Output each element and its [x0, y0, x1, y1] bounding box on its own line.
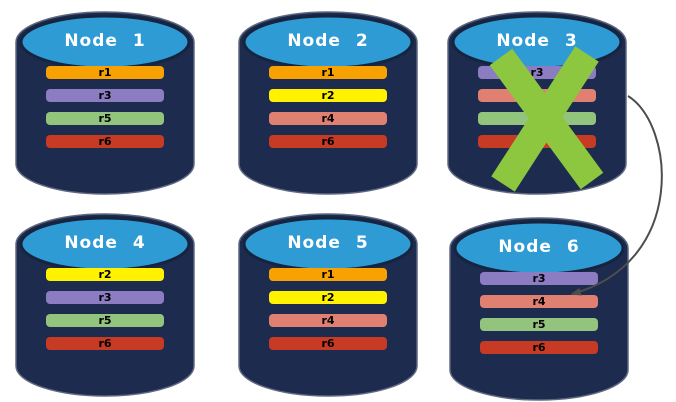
node-title: Node 1 [64, 31, 146, 51]
replica-label: r3 [98, 291, 112, 304]
replica-bar: r6 [269, 337, 387, 350]
node-2: Node 2 r1 r2 r4 r6 [236, 10, 420, 196]
replica-bar: r4 [269, 112, 387, 125]
replica-label: r1 [321, 66, 335, 79]
replica-label: r4 [321, 112, 335, 125]
failure-x-icon [489, 46, 604, 192]
replica-bar: r2 [269, 89, 387, 102]
replica-bar: r1 [46, 66, 164, 79]
replica-bar: r2 [269, 291, 387, 304]
replica-bar: r5 [46, 314, 164, 327]
replica-list: r3 r4 r5 r6 [447, 216, 631, 402]
database-cylinder-icon [238, 11, 418, 195]
replica-label: r6 [321, 337, 335, 350]
replica-label: r5 [98, 112, 112, 125]
replica-label: r6 [98, 135, 112, 148]
replica-bar: r4 [269, 314, 387, 327]
replica-list: r1 r2 r4 r6 [236, 10, 420, 196]
node-title: Node 4 [64, 233, 146, 253]
replica-bar: r5 [480, 318, 598, 331]
replica-bar: r5 [46, 112, 164, 125]
node-title: Node 2 [287, 31, 369, 51]
replica-label: r1 [98, 66, 112, 79]
node-5: Node 5 r1 r2 r4 r6 [236, 212, 420, 398]
replica-label: r5 [98, 314, 112, 327]
replica-bar: r2 [46, 268, 164, 281]
replica-bar: r6 [46, 337, 164, 350]
database-cylinder-icon [238, 213, 418, 397]
replica-bar: r3 [46, 89, 164, 102]
replica-label: r3 [530, 66, 544, 79]
replica-label: r6 [98, 337, 112, 350]
replica-label: r2 [321, 89, 335, 102]
replica-label: r2 [321, 291, 335, 304]
replica-bar: r6 [480, 341, 598, 354]
replica-label: r1 [321, 268, 335, 281]
node-title: Node 6 [498, 237, 580, 257]
node-title: Node 5 [287, 233, 369, 253]
replica-label: r4 [532, 295, 546, 308]
replica-bar: r1 [269, 66, 387, 79]
database-cylinder-icon [15, 11, 195, 195]
replica-label: r5 [532, 318, 546, 331]
replica-bar: r3 [46, 291, 164, 304]
replica-label: r3 [532, 272, 546, 285]
replica-list: r1 r2 r4 r6 [236, 212, 420, 398]
replica-bar: r1 [269, 268, 387, 281]
replica-label: r2 [98, 268, 112, 281]
replica-label: r6 [532, 341, 546, 354]
replica-bar: r6 [46, 135, 164, 148]
replica-label: r6 [321, 135, 335, 148]
node-4: Node 4 r2 r3 r5 r6 [13, 212, 197, 398]
replica-list: r1 r3 r5 r6 [13, 10, 197, 196]
replica-list: r2 r3 r5 r6 [13, 212, 197, 398]
replica-label: r3 [98, 89, 112, 102]
replica-label: r4 [321, 314, 335, 327]
replica-bar: r4 [480, 295, 598, 308]
node-1: Node 1 r1 r3 r5 r6 [13, 10, 197, 196]
replica-bar: r6 [269, 135, 387, 148]
node-title: Node 3 [496, 31, 578, 51]
node-3: Node 3 r3 [445, 10, 629, 196]
replica-bar: r3 [480, 272, 598, 285]
node-6: Node 6 r3 r4 r5 r6 [447, 216, 631, 402]
